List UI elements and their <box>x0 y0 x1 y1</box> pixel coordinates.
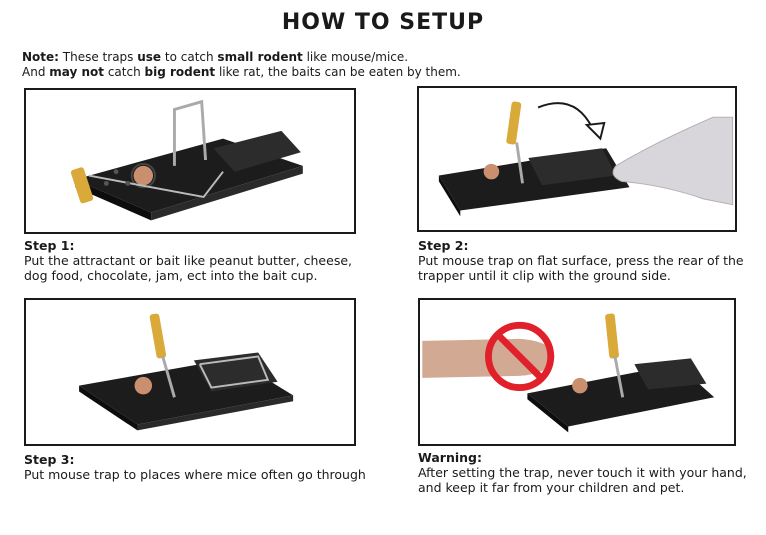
step-2-text: Step 2: Put mouse trap on flat surface, … <box>418 238 748 283</box>
set-trap-illustration <box>28 300 352 444</box>
step-3-text: Step 3: Put mouse trap to places where m… <box>24 452 369 482</box>
step-2-label: Step 2: <box>418 238 469 253</box>
note-paragraph: Note: These traps use to catch small rod… <box>22 50 752 80</box>
warning-text: Warning: After setting the trap, never t… <box>418 450 758 495</box>
note-line-2: And may not catch big rodent like rat, t… <box>22 65 461 79</box>
finger-pressing-trap-illustration <box>421 88 734 230</box>
step-3-label: Step 3: <box>24 452 75 467</box>
step-1-image <box>24 88 356 234</box>
warning-image <box>418 298 736 446</box>
note-line-1: Note: These traps use to catch small rod… <box>22 50 409 64</box>
warning-label: Warning: <box>418 450 482 465</box>
open-trap-with-bait-illustration <box>28 90 352 232</box>
page-title: HOW TO SETUP <box>281 10 485 35</box>
step-1-description: Put the attractant or bait like peanut b… <box>24 253 352 283</box>
step-1-label: Step 1: <box>24 238 75 253</box>
step-2-image <box>417 86 737 232</box>
step-3-description: Put mouse trap to places where mice ofte… <box>24 467 366 482</box>
do-not-touch-illustration <box>422 300 732 444</box>
step-2-description: Put mouse trap on flat surface, press th… <box>418 253 744 283</box>
warning-description: After setting the trap, never touch it w… <box>418 465 747 495</box>
step-1-text: Step 1: Put the attractant or bait like … <box>24 238 359 283</box>
step-3-image <box>24 298 356 446</box>
